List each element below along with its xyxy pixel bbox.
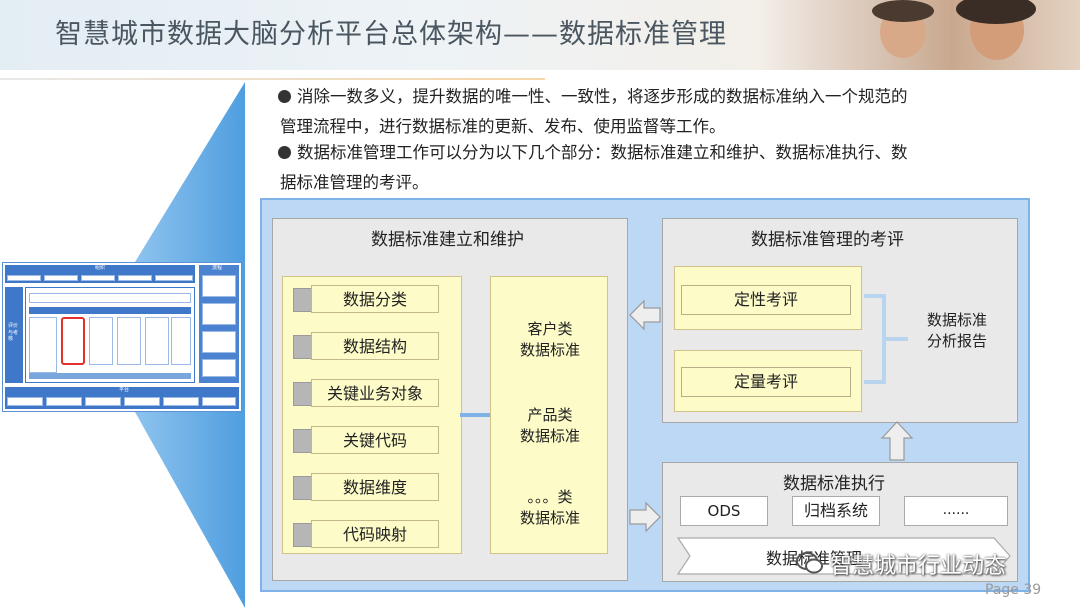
wechat-icon [796,552,823,574]
item-key-business-object: 关键业务对象 [293,379,439,409]
standard-categories-box: 客户类数据标准 产品类数据标准 。。。类数据标准 [490,276,608,554]
execution-banner-shape [676,537,1011,575]
highlight-data-standard [61,317,85,365]
item-key-code: 关键代码 [293,426,439,456]
analysis-report: 数据标准 分析报告 [926,311,987,350]
category-other: 。。。类数据标准 [519,488,580,527]
arrow-up-icon [880,421,914,461]
item-data-dimension: 数据维度 [293,473,439,503]
item-code-mapping: 代码映射 [293,520,439,550]
report-bracket [864,294,908,384]
item-data-structure: 数据结构 [293,332,439,362]
arrow-left-icon [629,299,661,331]
connector-line [460,413,492,417]
watermark: 智慧城市行业动态 [830,554,1007,579]
qualitative-eval: 定性考评 [681,285,851,315]
quantitative-eval: 定量考评 [681,367,851,397]
bullet-dot-icon [278,90,291,103]
category-customer: 客户类数据标准 [519,320,580,359]
bullet-2: 数据标准管理工作可以分为以下几个部分：数据标准建立和维护、数据标准执行、数 据标… [278,143,908,192]
page-title: 智慧城市数据大脑分析平台总体架构——数据标准管理 [55,19,727,50]
system-ods: ODS [680,496,768,526]
bullet-dot-icon [278,146,291,159]
category-product: 产品类数据标准 [519,406,580,445]
qualitative-eval-box: 定性考评 [674,266,862,330]
system-archive: 归档系统 [792,496,880,526]
architecture-thumbnail: 组织 流程 评价与考核 平台 [2,262,242,412]
standard-items-box: 数据分类 数据结构 关键业务对象 关键代码 数据维度 代码映射 [282,276,462,554]
title-underline [0,78,545,80]
page-number: Page 39 [985,582,1042,598]
header-photo [760,0,1080,70]
evaluation-panel-title: 数据标准管理的考评 [751,230,904,250]
quantitative-eval-box: 定量考评 [674,350,862,412]
build-panel-title: 数据标准建立和维护 [371,230,524,250]
bullet-1: 消除一数多义，提升数据的唯一性、一致性，将逐步形成的数据标准纳入一个规范的 管理… [278,87,908,136]
execution-panel-title: 数据标准执行 [783,474,885,494]
system-more: ...... [904,496,1008,526]
execution-banner-label: 数据标准管理 [766,549,863,568]
arrow-right-icon [629,501,661,533]
item-data-classification: 数据分类 [293,285,439,315]
